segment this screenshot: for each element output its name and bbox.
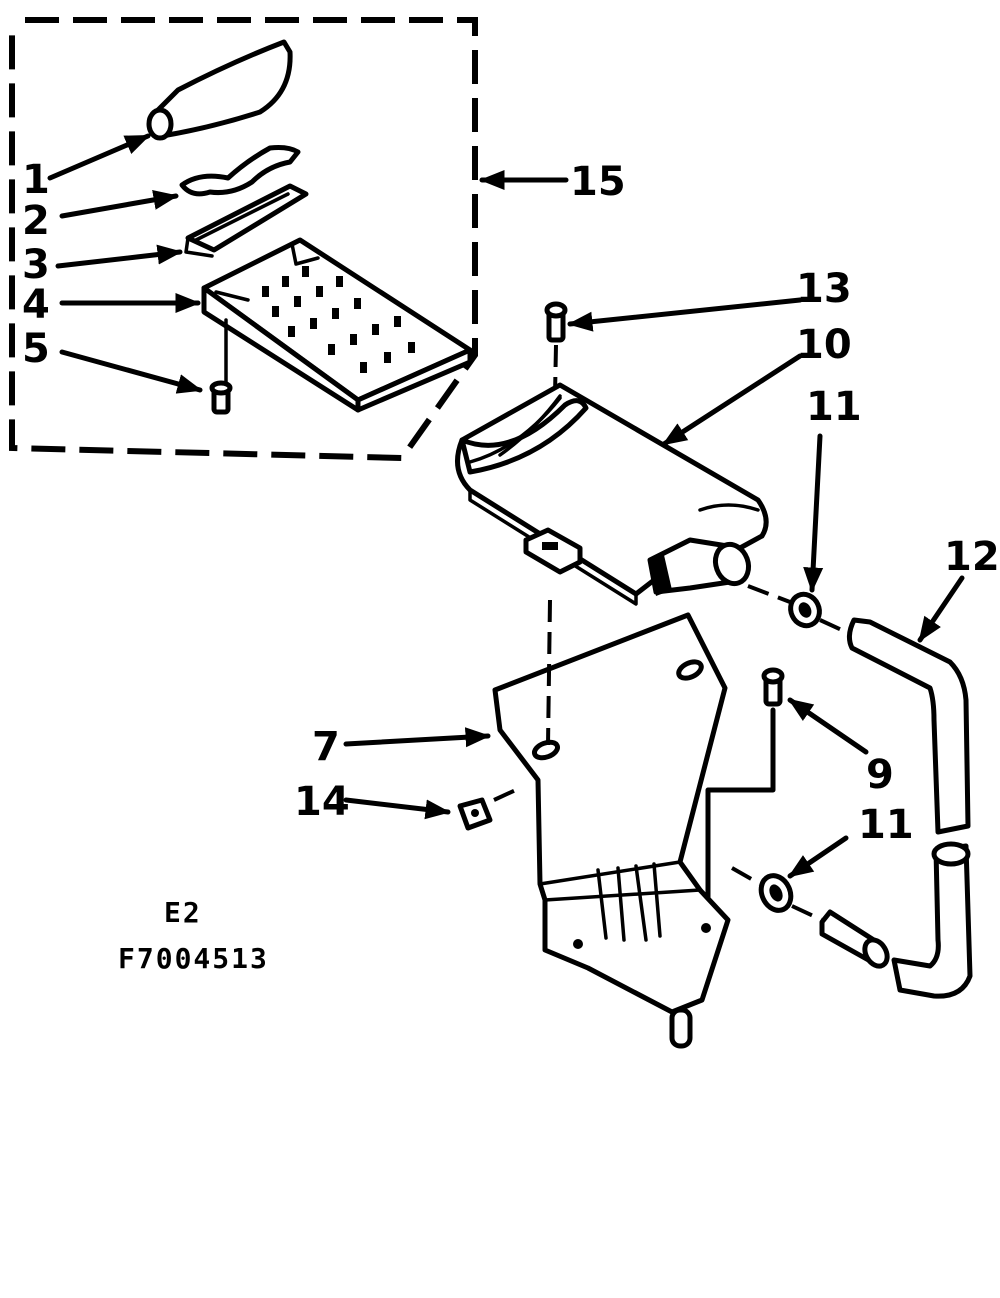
callout-12: 12 xyxy=(944,534,1000,580)
leader-10 xyxy=(661,353,803,447)
part-10-dispenser xyxy=(455,382,769,606)
leader-3 xyxy=(55,244,183,269)
callout-10: 10 xyxy=(796,322,852,368)
callout-4: 4 xyxy=(22,282,50,328)
leader-5 xyxy=(59,349,203,394)
callout-7: 7 xyxy=(312,724,340,770)
leader-2 xyxy=(59,190,179,219)
part-12-hose xyxy=(846,617,973,999)
part-2-clip xyxy=(179,145,301,197)
leader-7 xyxy=(343,727,491,748)
callout-labels: 1 2 3 4 5 7 9 10 11 11 12 13 14 15 xyxy=(22,157,1000,848)
lower-clamp-alignment-line xyxy=(731,866,761,886)
part-9-screw xyxy=(761,667,785,707)
callout-14: 14 xyxy=(294,779,350,825)
leader-1 xyxy=(47,133,151,181)
figure-code: E2 F7004513 xyxy=(118,896,269,975)
leader-arrows xyxy=(47,133,965,879)
callout-11-upper: 11 xyxy=(806,384,862,430)
leader-11-upper xyxy=(803,433,824,593)
dispenser-to-clamp-line xyxy=(747,584,791,604)
callout-3: 3 xyxy=(22,242,50,288)
bracket-alignment-line xyxy=(546,599,552,746)
callout-1: 1 xyxy=(22,157,50,203)
callout-2: 2 xyxy=(22,198,50,244)
leader-9 xyxy=(787,697,869,755)
lower-hose-segment xyxy=(819,909,890,969)
part-3-bar xyxy=(184,183,309,258)
screw-9-alignment-line xyxy=(705,707,776,928)
figure-code-line1: E2 xyxy=(164,896,202,929)
figure-code-line2: F7004513 xyxy=(118,942,269,975)
clip-nut-alignment-line xyxy=(493,786,521,802)
lower-clamp-to-hose-line xyxy=(791,904,823,922)
part-1-cap xyxy=(146,39,293,141)
leader-14 xyxy=(343,797,451,820)
callout-11-lower: 11 xyxy=(858,802,914,848)
callout-5: 5 xyxy=(22,326,50,372)
clamp-to-hose-line xyxy=(819,618,847,634)
part-11-clamp-upper xyxy=(788,591,822,629)
kit-boundary-dashed xyxy=(9,17,478,462)
part-4-tray xyxy=(201,237,473,413)
leader-12 xyxy=(917,575,965,643)
part-14-clip-nut xyxy=(457,797,493,831)
part-7-bracket xyxy=(492,612,731,1049)
leader-13 xyxy=(567,297,803,332)
callout-9: 9 xyxy=(866,752,894,798)
part-5-screw xyxy=(209,380,233,415)
callout-15: 15 xyxy=(570,159,626,205)
callout-13: 13 xyxy=(796,266,852,312)
leader-11-lower xyxy=(787,835,849,879)
part-13-screw xyxy=(544,301,568,343)
part-11-clamp-lower xyxy=(758,873,794,913)
